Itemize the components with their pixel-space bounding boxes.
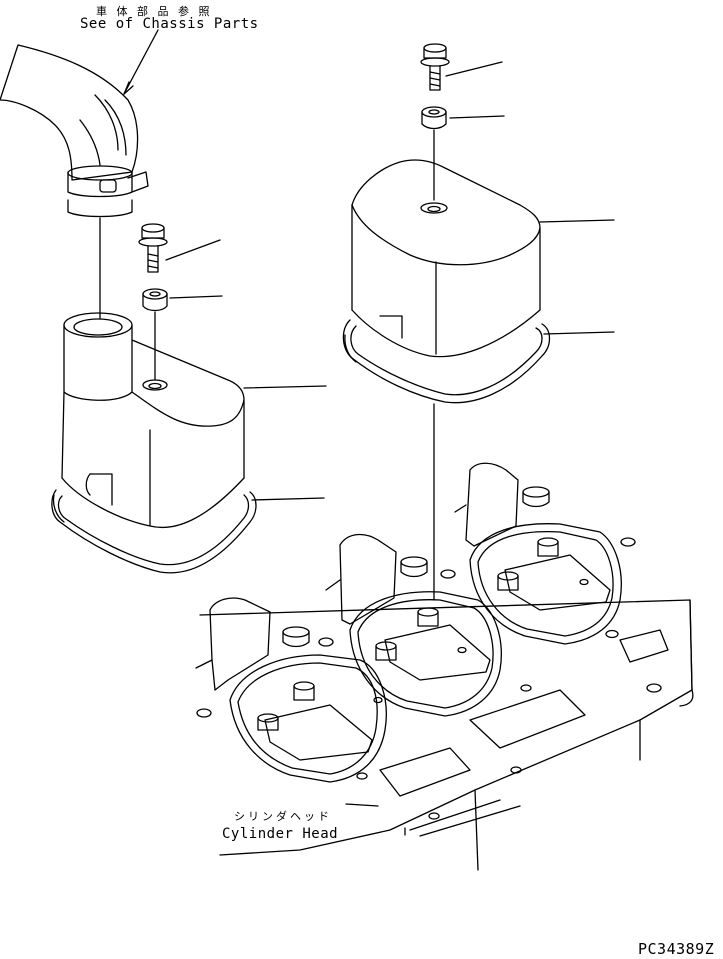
left-bolt	[138, 223, 221, 273]
cylinder-head-leader	[345, 803, 379, 807]
right-cover-leader	[539, 219, 615, 223]
hose-clamp	[67, 165, 149, 218]
right-washer	[421, 106, 505, 130]
cylinder-head-label-en: Cylinder Head	[222, 826, 339, 842]
left-cover-leader	[243, 385, 327, 389]
right-bolt	[420, 43, 503, 91]
cylinder-head-label-jp: シリンダヘッド	[234, 810, 332, 823]
chassis-note-jp: 車 体 部 品 参 照	[96, 5, 213, 18]
cylinder-head	[195, 462, 694, 871]
right-gasket-leader	[543, 331, 615, 335]
right-washer-leader	[449, 115, 505, 119]
leader-arrowhead	[123, 81, 134, 95]
left-head-cover	[61, 312, 327, 529]
left-gasket-leader	[251, 497, 325, 501]
right-gasket	[342, 319, 615, 404]
left-washer	[142, 288, 223, 312]
breather-hose	[0, 44, 139, 181]
right-bolt-leader	[445, 61, 503, 77]
right-head-cover	[351, 159, 615, 358]
left-bolt-leader	[165, 239, 221, 261]
chassis-note-en: See of Chassis Parts	[80, 16, 259, 32]
drawing-code: PC34389Z	[638, 940, 715, 958]
chassis-note-leader	[123, 29, 159, 95]
left-gasket	[51, 489, 325, 574]
left-washer-leader	[169, 295, 223, 299]
